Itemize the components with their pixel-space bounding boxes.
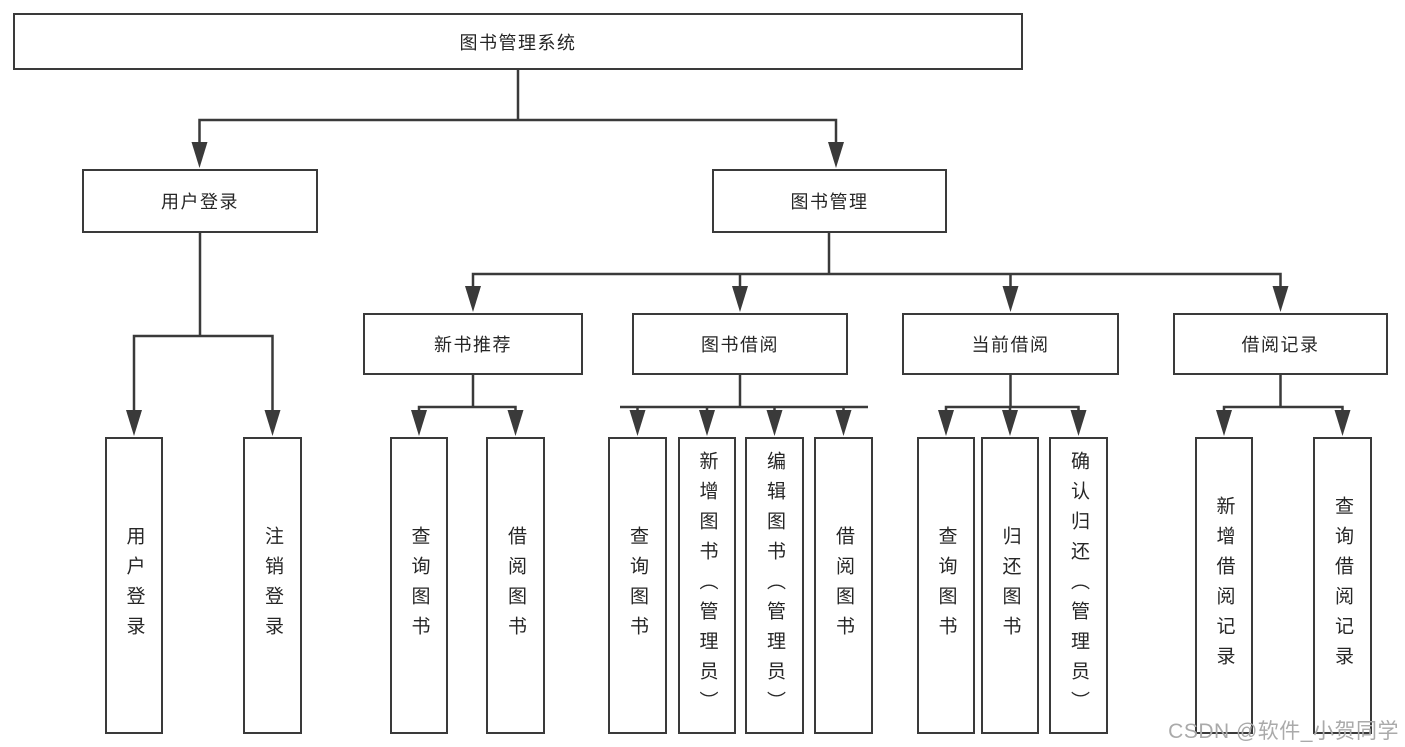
leaf-label: 新增借阅记录 [1213, 495, 1235, 676]
leaf-label: 查询借阅记录 [1332, 495, 1353, 676]
leaf-label: 新增图书（管理员） [696, 450, 718, 721]
leaf-label: 确认归还（管理员） [1068, 450, 1089, 721]
connector-records-branch [1222, 375, 1344, 412]
connector-mgmt-branch [471, 233, 1282, 290]
connector-level1-branch [198, 118, 838, 146]
connector-login-branch [132, 233, 274, 412]
node-label: 当前借阅 [971, 335, 1050, 355]
leaf-newbook-query-books: 查询图书 [390, 437, 448, 734]
leaf-label: 注销登录 [262, 525, 283, 646]
node-library-management-system: 图书管理系统 [13, 13, 1023, 70]
leaf-label: 借阅图书 [505, 525, 526, 646]
leaf-newbook-borrow-books: 借阅图书 [486, 437, 545, 734]
leaf-user-login: 用户登录 [105, 437, 163, 734]
node-new-book-recommend: 新书推荐 [363, 313, 583, 375]
leaf-records-query-record: 查询借阅记录 [1313, 437, 1372, 734]
connector-newbook-branch [417, 375, 517, 412]
leaf-logout-login: 注销登录 [243, 437, 302, 734]
leaf-label: 用户登录 [123, 525, 145, 646]
node-label: 图书管理系统 [459, 32, 577, 53]
node-label: 图书借阅 [701, 335, 779, 355]
leaf-borrow-add-books-admin: 新增图书（管理员） [678, 437, 736, 734]
leaf-current-confirm-return-admin: 确认归还（管理员） [1049, 437, 1108, 734]
csdn-watermark: CSDN @软件_小贺同学 [1168, 720, 1399, 743]
node-current-borrow: 当前借阅 [902, 313, 1119, 375]
leaf-label: 查询图书 [935, 525, 957, 646]
node-book-management: 图书管理 [712, 169, 947, 233]
leaf-label: 查询图书 [408, 525, 430, 646]
leaf-borrow-query-books: 查询图书 [608, 437, 667, 734]
node-label: 新书推荐 [434, 335, 512, 355]
leaf-borrow-borrow-books: 借阅图书 [814, 437, 873, 734]
node-label: 图书管理 [790, 192, 869, 212]
leaf-label: 查询图书 [627, 525, 648, 646]
connector-current-branch [944, 375, 1080, 412]
node-book-borrow: 图书借阅 [632, 313, 848, 375]
leaf-records-add-record: 新增借阅记录 [1195, 437, 1253, 734]
leaf-borrow-edit-books-admin: 编辑图书（管理员） [745, 437, 804, 734]
leaf-label: 编辑图书（管理员） [764, 450, 785, 721]
connector-borrow-branch [620, 375, 868, 412]
arrowheads [126, 142, 1351, 436]
leaf-current-query-books: 查询图书 [917, 437, 975, 734]
node-label: 用户登录 [161, 192, 239, 212]
leaf-current-return-books: 归还图书 [981, 437, 1039, 734]
leaf-label: 归还图书 [999, 525, 1021, 646]
leaf-label: 借阅图书 [833, 525, 854, 646]
node-label: 借阅记录 [1241, 335, 1320, 355]
node-user-login: 用户登录 [82, 169, 318, 233]
node-borrow-records: 借阅记录 [1173, 313, 1388, 375]
